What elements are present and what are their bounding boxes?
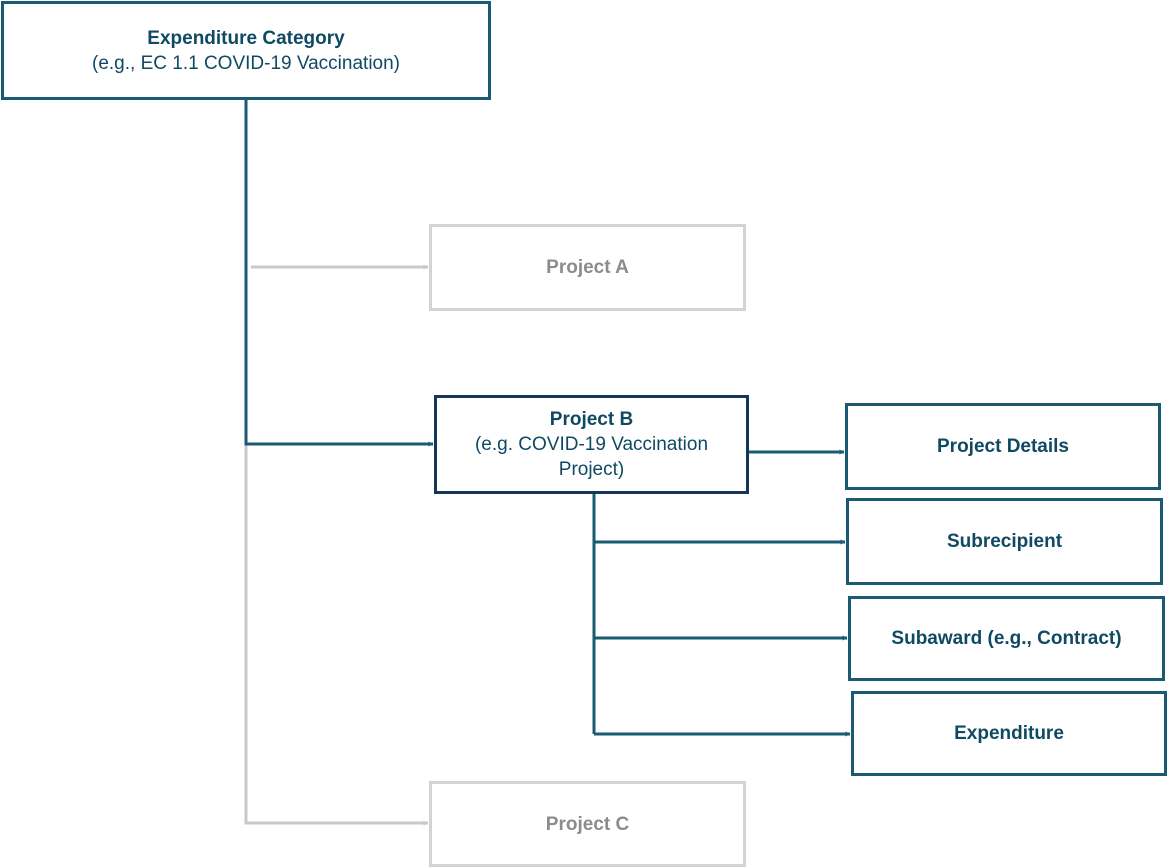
expenditure-box: Expenditure bbox=[851, 691, 1167, 776]
subrecipient-label: Subrecipient bbox=[946, 531, 1063, 552]
project-a-box: Project A bbox=[429, 224, 746, 311]
project-b-example-line1: (e.g. COVID-19 Vaccination bbox=[474, 434, 709, 455]
connector-to-project-c bbox=[244, 444, 429, 826]
expenditure-category-title: Expenditure Category bbox=[147, 27, 345, 49]
connector-to-project-b bbox=[244, 100, 434, 447]
subrecipient-box: Subrecipient bbox=[846, 498, 1163, 585]
expenditure-category-example: (e.g., EC 1.1 COVID-19 Vaccination) bbox=[92, 52, 400, 74]
subaward-label: Subaward (e.g., Contract) bbox=[891, 628, 1122, 649]
project-b-box: Project B (e.g. COVID-19 Vaccination Pro… bbox=[434, 395, 749, 494]
project-c-box: Project C bbox=[429, 781, 746, 867]
project-b-example-line2: Project) bbox=[558, 459, 625, 480]
project-a-label: Project A bbox=[546, 257, 629, 278]
project-c-label: Project C bbox=[545, 813, 630, 835]
expenditure-label: Expenditure bbox=[954, 723, 1064, 744]
project-details-box: Project Details bbox=[845, 403, 1161, 490]
project-details-label: Project Details bbox=[937, 436, 1069, 457]
subaward-box: Subaward (e.g., Contract) bbox=[848, 596, 1165, 681]
project-b-title: Project B bbox=[549, 409, 634, 430]
expenditure-category-box: Expenditure Category (e.g., EC 1.1 COVID… bbox=[1, 1, 491, 100]
